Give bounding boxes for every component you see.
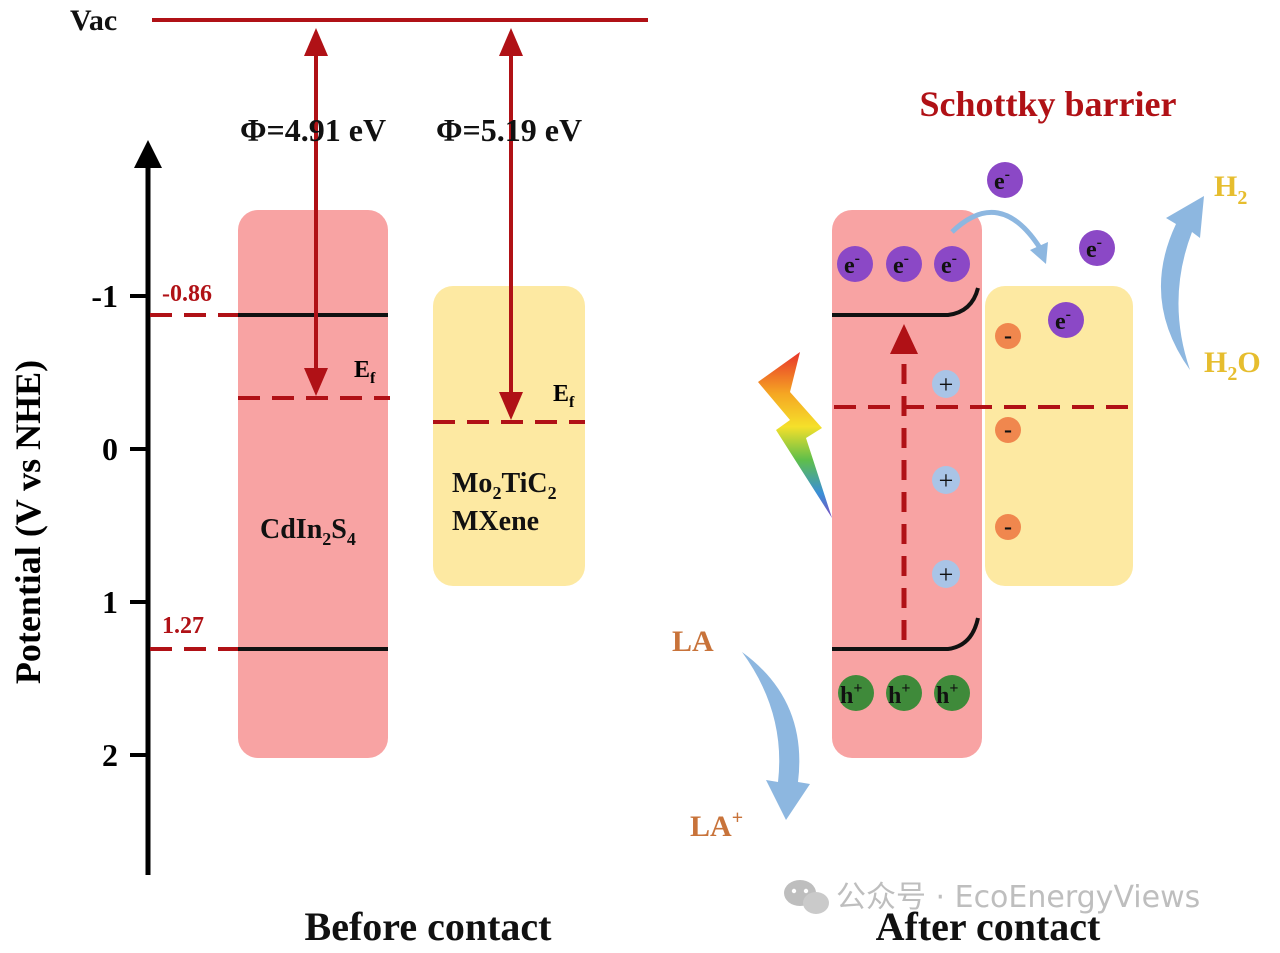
light-bolt-icon	[758, 352, 832, 518]
tick-label-1: 1	[102, 584, 118, 620]
cb-electrons: e- e- e-	[837, 246, 970, 282]
positive-charge-icon	[932, 370, 960, 398]
axis-title: Potential (V vs NHE)	[8, 360, 48, 684]
cdin2s4-fermi-label: Ef	[354, 357, 376, 387]
transferred-electrons: e- e- e-	[987, 162, 1115, 338]
bent-valence-band	[832, 617, 980, 651]
vb-holes: h+ h+ h+	[838, 675, 970, 711]
mxene-block	[433, 286, 585, 586]
mxene-fermi-label: Ef	[553, 381, 575, 411]
hole-label: h+	[936, 680, 958, 709]
plus-sign: +	[939, 370, 954, 399]
watermark: 公众号 · EcoEnergyViews	[784, 880, 1200, 915]
electron-icon	[1048, 302, 1084, 338]
electron-icon	[987, 162, 1023, 198]
schottky-barrier-title: Schottky barrier	[920, 84, 1177, 124]
mxene-work-function-label: Φ=5.19 eV	[436, 112, 582, 148]
cdin2s4-work-function-arrow	[304, 28, 328, 396]
cdin2s4-work-function-label: Φ=4.91 eV	[240, 112, 386, 148]
minus-sign: -	[1004, 417, 1012, 443]
electron-icon	[886, 246, 922, 282]
tick-label-minus-1: -1	[91, 278, 118, 314]
h2-label: H2	[1214, 170, 1247, 209]
tick-label-0: 0	[102, 431, 118, 467]
bent-conduction-band	[832, 287, 980, 317]
after-cdin2s4-block	[832, 210, 982, 758]
tick-label-2: 2	[102, 737, 118, 773]
electron-icon	[1079, 230, 1115, 266]
positive-charge-icon	[932, 560, 960, 588]
hole-label: h+	[888, 680, 910, 709]
hole-icon	[838, 675, 874, 711]
mxene-work-function-arrow	[499, 28, 523, 420]
cdin2s4-block	[238, 210, 388, 758]
plus-sign: +	[939, 560, 954, 589]
cdin2s4-label: CdIn2S4	[260, 514, 356, 549]
axis-ticks	[130, 294, 148, 757]
excitation-arrowhead	[890, 324, 918, 354]
mxene-name-label: MXene	[452, 506, 539, 537]
hole-icon	[934, 675, 970, 711]
wechat-icon	[784, 880, 829, 914]
vacuum-label: Vac	[70, 4, 117, 37]
hole-icon	[886, 675, 922, 711]
la-oxidation-arrow	[742, 652, 810, 820]
hole-label: h+	[840, 680, 862, 709]
electron-label: e-	[844, 250, 860, 279]
negative-charge-icon	[995, 514, 1021, 540]
negative-charges: - - -	[995, 323, 1021, 540]
electron-icon	[837, 246, 873, 282]
electron-label: e-	[941, 250, 957, 279]
electron-label: e-	[1055, 306, 1071, 335]
h2o-label: H2O	[1204, 346, 1261, 385]
minus-sign: -	[1004, 514, 1012, 540]
la-label: LA	[672, 625, 714, 658]
negative-charge-icon	[995, 323, 1021, 349]
positive-charges: + + +	[932, 370, 960, 589]
electron-icon	[934, 246, 970, 282]
after-mxene-block	[985, 286, 1133, 586]
electron-transfer-arrow	[950, 209, 1043, 250]
electron-label: e-	[994, 166, 1010, 195]
positive-charge-icon	[932, 466, 960, 494]
cb-value-label: -0.86	[162, 281, 212, 307]
electron-label: e-	[1086, 234, 1102, 263]
after-contact-caption: After contact	[876, 904, 1101, 948]
minus-sign: -	[1004, 323, 1012, 349]
watermark-text: 公众号 · EcoEnergyViews	[836, 880, 1200, 915]
electron-transfer-arrowhead	[1030, 242, 1048, 264]
plus-sign: +	[939, 466, 954, 495]
axis-arrowhead	[134, 140, 162, 168]
la-plus-label: LA+	[690, 807, 743, 843]
electron-label: e-	[893, 250, 909, 279]
mxene-formula-label: Mo2TiC2	[452, 468, 557, 503]
before-contact-caption: Before contact	[305, 904, 553, 948]
negative-charge-icon	[995, 417, 1021, 443]
vb-value-label: 1.27	[162, 613, 204, 639]
h2-evolution-arrow	[1160, 196, 1204, 370]
